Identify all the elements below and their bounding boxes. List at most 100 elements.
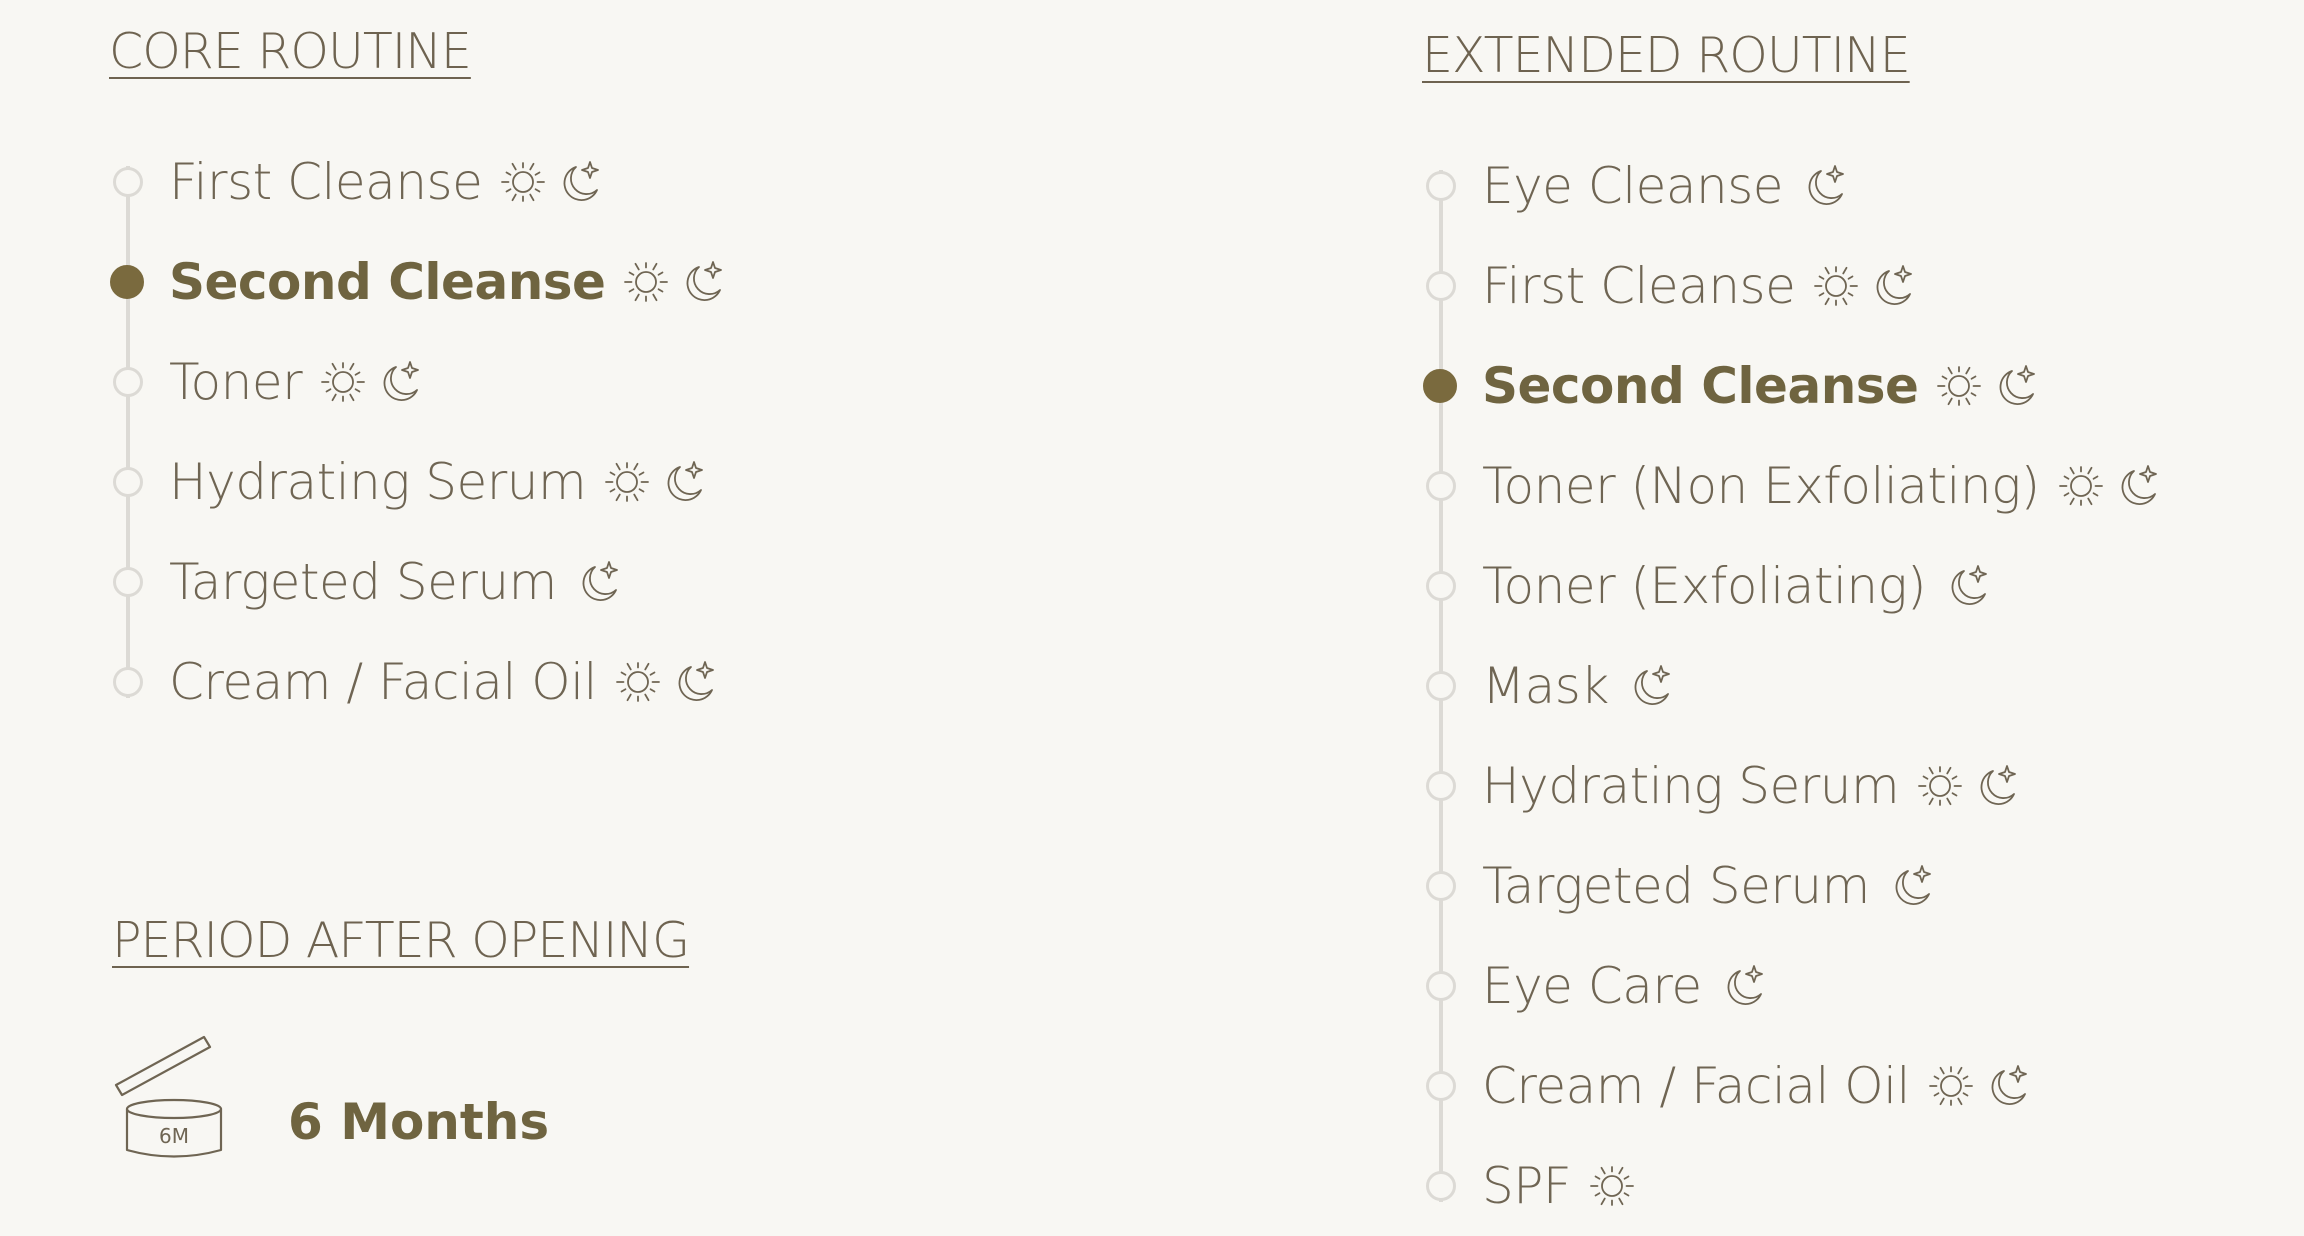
- moon-icon: [1942, 561, 1992, 611]
- core-routine-heading: CORE ROUTINE: [109, 23, 472, 80]
- timeline-dot: [1426, 871, 1456, 901]
- routine-step-label: Toner (Non Exfoliating): [1482, 457, 2040, 515]
- timeline-dot: [113, 467, 143, 497]
- routine-step: Hydrating Serum: [109, 432, 809, 532]
- timeline-dot: [1426, 971, 1456, 1001]
- moon-icon: [554, 157, 604, 207]
- timeline-dot: [1426, 1071, 1456, 1101]
- moon-icon: [1971, 761, 2021, 811]
- time-of-day-icons: [1926, 1061, 2038, 1111]
- routine-step-label: SPF: [1482, 1157, 1572, 1215]
- time-of-day-icons: [1915, 761, 2027, 811]
- routine-step: Toner (Non Exfoliating): [1422, 436, 2282, 536]
- timeline-dot: [1426, 1171, 1456, 1201]
- routine-step: Eye Care: [1422, 936, 2282, 1036]
- routine-step-label: Hydrating Serum: [169, 453, 587, 511]
- timeline-dot: [113, 167, 143, 197]
- jar-label: 6M: [159, 1124, 189, 1148]
- sun-icon: [613, 657, 663, 707]
- timeline-dot: [1426, 271, 1456, 301]
- time-of-day-icons: [613, 657, 725, 707]
- timeline-dot: [1426, 571, 1456, 601]
- period-after-opening-section: PERIOD AFTER OPENING 6M 6 Months: [112, 911, 812, 1169]
- sun-icon: [498, 157, 548, 207]
- sun-icon: [1934, 361, 1984, 411]
- moon-icon: [1867, 261, 1917, 311]
- routine-step-label: Eye Cleanse: [1482, 157, 1784, 215]
- moon-icon: [677, 257, 727, 307]
- sun-icon: [1926, 1061, 1976, 1111]
- routine-step: SPF: [1422, 1136, 2282, 1236]
- routine-step: Cream / Facial Oil: [1422, 1036, 2282, 1136]
- routine-step: Hydrating Serum: [1422, 736, 2282, 836]
- time-of-day-icons: [1718, 961, 1774, 1011]
- routine-step: Eye Cleanse: [1422, 136, 2282, 236]
- routine-step-label: Cream / Facial Oil: [1482, 1057, 1910, 1115]
- extended-routine-heading: EXTENDED ROUTINE: [1422, 27, 1911, 84]
- routine-step-label: Second Cleanse: [169, 253, 606, 311]
- routine-step-label: Toner (Exfoliating): [1482, 557, 1927, 615]
- sun-icon: [318, 357, 368, 407]
- routine-step-label: Cream / Facial Oil: [169, 653, 597, 711]
- moon-icon: [1982, 1061, 2032, 1111]
- time-of-day-icons: [602, 457, 714, 507]
- open-jar-icon: 6M: [112, 1029, 224, 1169]
- moon-icon: [374, 357, 424, 407]
- period-after-opening-heading: PERIOD AFTER OPENING: [112, 912, 690, 969]
- timeline-dot-active: [1423, 369, 1457, 403]
- routine-step-label: Targeted Serum: [169, 553, 557, 611]
- routine-step-label: Eye Care: [1482, 957, 1702, 1015]
- sun-icon: [1915, 761, 1965, 811]
- moon-icon: [1799, 161, 1849, 211]
- moon-icon: [573, 557, 623, 607]
- timeline-dot: [113, 367, 143, 397]
- routine-step: Toner (Exfoliating): [1422, 536, 2282, 636]
- routine-step: Second Cleanse: [109, 232, 809, 332]
- routine-step: Targeted Serum: [1422, 836, 2282, 936]
- sun-icon: [2056, 461, 2106, 511]
- moon-icon: [1990, 361, 2040, 411]
- time-of-day-icons: [621, 257, 733, 307]
- timeline-dot: [1426, 471, 1456, 501]
- timeline-dot-active: [110, 265, 144, 299]
- timeline-dot: [1426, 771, 1456, 801]
- sun-icon: [1587, 1161, 1637, 1211]
- routine-step: Second Cleanse: [1422, 336, 2282, 436]
- routine-step: First Cleanse: [109, 132, 809, 232]
- routine-step: Cream / Facial Oil: [109, 632, 809, 732]
- moon-icon: [669, 657, 719, 707]
- routine-step: First Cleanse: [1422, 236, 2282, 336]
- time-of-day-icons: [1886, 861, 1942, 911]
- time-of-day-icons: [498, 157, 610, 207]
- sun-icon: [602, 457, 652, 507]
- moon-icon: [1886, 861, 1936, 911]
- timeline-dot: [1426, 171, 1456, 201]
- time-of-day-icons: [318, 357, 430, 407]
- routine-step: Targeted Serum: [109, 532, 809, 632]
- routine-step-label: Second Cleanse: [1482, 357, 1919, 415]
- time-of-day-icons: [1934, 361, 2046, 411]
- routine-step-label: Hydrating Serum: [1482, 757, 1900, 815]
- time-of-day-icons: [1942, 561, 1998, 611]
- time-of-day-icons: [1587, 1161, 1643, 1211]
- period-after-opening-value: 6 Months: [288, 1093, 550, 1151]
- routine-step-label: First Cleanse: [1482, 257, 1796, 315]
- timeline-dot: [1426, 671, 1456, 701]
- time-of-day-icons: [1799, 161, 1855, 211]
- routine-step-label: Targeted Serum: [1482, 857, 1870, 915]
- period-after-opening-row: 6M 6 Months: [112, 1029, 812, 1169]
- time-of-day-icons: [1625, 661, 1681, 711]
- time-of-day-icons: [573, 557, 629, 607]
- routine-step-label: Mask: [1482, 657, 1609, 715]
- moon-icon: [1718, 961, 1768, 1011]
- time-of-day-icons: [2056, 461, 2168, 511]
- sun-icon: [621, 257, 671, 307]
- moon-icon: [1625, 661, 1675, 711]
- moon-icon: [2112, 461, 2162, 511]
- routine-step: Mask: [1422, 636, 2282, 736]
- timeline-dot: [113, 567, 143, 597]
